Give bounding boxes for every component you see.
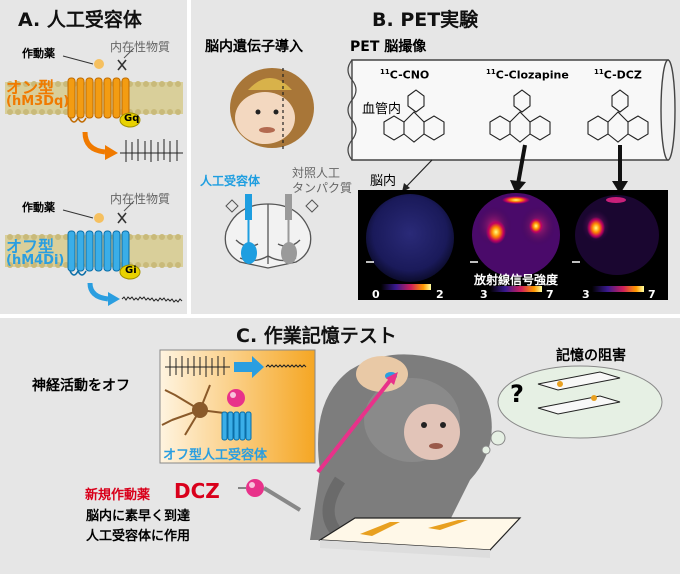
clozapine-molecule xyxy=(489,89,551,143)
syringe-icon-right xyxy=(285,194,292,252)
silent-trace xyxy=(265,364,307,368)
blood-vessel-label: 血管内 xyxy=(362,102,402,117)
target-arrow xyxy=(316,376,394,474)
scale-bar-1 xyxy=(381,284,431,290)
dcz-drug-icon xyxy=(246,479,264,497)
inset-off-receptor-label: オフ型人工受容体 xyxy=(163,448,268,463)
new-agonist-label: 新規作動薬 xyxy=(85,488,151,503)
compound-dcz-name: C-DCZ xyxy=(603,68,642,82)
blocked-x-icon xyxy=(117,212,127,224)
signal-intensity-label: 放射線信号強度 xyxy=(474,273,559,287)
off-receptor-name: (hM4Di) xyxy=(6,253,65,268)
cno-arrow xyxy=(404,159,433,189)
monkey-icon xyxy=(310,354,492,540)
thought-bubble-icon xyxy=(481,365,663,455)
panel-b-title: B. PET実験 xyxy=(372,9,479,31)
inset-off-receptor-icon xyxy=(221,411,252,441)
monkey-head-icon xyxy=(230,68,314,150)
panel-c-title: C. 作業記憶テスト xyxy=(236,325,397,347)
question-mark: ? xyxy=(510,380,524,408)
inactivation-arrow xyxy=(234,356,264,378)
control-protein-label-2: タンパク質 xyxy=(292,181,353,195)
neural-off-label: 神経活動をオフ xyxy=(32,378,130,394)
agonist-molecule-off xyxy=(94,213,104,223)
pet-imaging-label: PET 脳撮像 xyxy=(350,39,427,55)
compound-clozapine-name: C-Clozapine xyxy=(495,68,569,82)
memory-impair-label: 記憶の阻害 xyxy=(556,348,626,364)
on-receptor-icon xyxy=(67,77,130,119)
gq-protein xyxy=(119,112,141,128)
compound-dcz: 11C-DCZ xyxy=(594,68,642,82)
agonist-label-off: 作動薬 xyxy=(22,201,55,214)
control-protein-label-1: 対照人工 xyxy=(292,166,341,180)
off-receptor-icon xyxy=(67,230,130,272)
control-injection-site xyxy=(281,242,297,264)
gene-transfer-label: 脳内遺伝子導入 xyxy=(205,39,303,55)
scale-1-min: 0 xyxy=(372,288,380,301)
endogenous-label-off: 内在性物質 xyxy=(110,192,171,206)
isotope-clozapine: 11 xyxy=(486,68,496,76)
isotope-dcz: 11 xyxy=(594,68,604,76)
endogenous-label-on: 内在性物質 xyxy=(110,40,171,54)
neuron-soma xyxy=(192,402,208,418)
off-trace xyxy=(121,296,183,303)
injection-line xyxy=(262,486,302,512)
scale-2-max: 7 xyxy=(546,288,554,301)
receptor-injection-site xyxy=(241,242,257,264)
scale-1-max: 2 xyxy=(436,288,444,301)
gi-protein xyxy=(119,264,141,280)
blocked-x-icon xyxy=(117,59,127,71)
compound-cno: 11C-CNO xyxy=(380,68,429,82)
cno-molecule xyxy=(383,89,445,143)
scale-bar-2 xyxy=(490,286,542,292)
agonist-label-on: 作動薬 xyxy=(22,47,55,60)
dcz-label: DCZ xyxy=(174,479,220,503)
scale-3-min: 3 xyxy=(582,288,590,301)
gi-label: Gi xyxy=(125,265,137,276)
on-type-label: オン型 xyxy=(6,78,55,97)
artificial-receptor-label: 人工受容体 xyxy=(200,174,261,188)
syringe-icon-left xyxy=(245,194,252,252)
brain-label: 脳内 xyxy=(370,174,397,189)
dcz-molecule-inset xyxy=(227,389,245,407)
agonist-molecule-on xyxy=(94,59,104,69)
scale-3-max: 7 xyxy=(648,288,656,301)
on-arrow xyxy=(82,131,106,155)
desc-line-2: 人工受容体に作用 xyxy=(86,529,191,544)
clozapine-arrow xyxy=(516,144,527,185)
task-board xyxy=(318,517,522,558)
compound-clozapine: 11C-Clozapine xyxy=(486,68,569,82)
compound-cno-name: C-CNO xyxy=(389,68,430,82)
on-spike-train xyxy=(120,139,183,162)
scale-2-min: 3 xyxy=(480,288,488,301)
monkey-brain xyxy=(356,356,408,392)
gq-label: Gq xyxy=(124,113,140,124)
isotope-cno: 11 xyxy=(380,68,390,76)
off-arrow xyxy=(87,282,109,302)
panel-a-title: A. 人工受容体 xyxy=(18,9,142,31)
dcz-molecule xyxy=(587,89,649,143)
neuron-icon xyxy=(161,384,241,436)
active-spike-train xyxy=(165,356,230,377)
on-receptor-name: (hM3Dq) xyxy=(6,94,70,109)
off-type-label: オフ型 xyxy=(6,237,55,256)
scale-bar-3 xyxy=(592,286,644,292)
desc-line-1: 脳内に素早く到達 xyxy=(86,509,191,524)
